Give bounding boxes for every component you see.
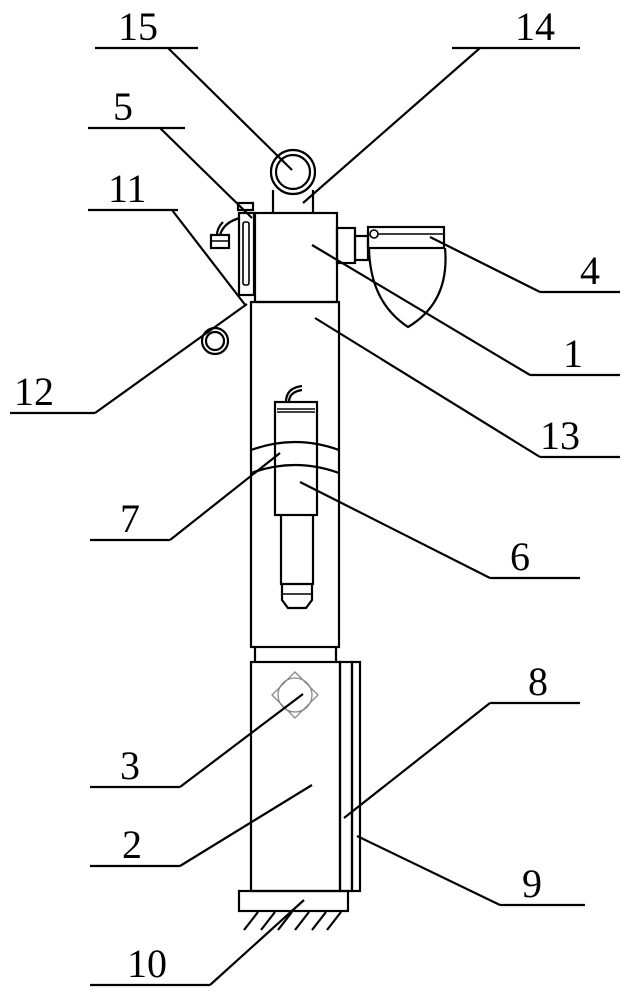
- part-5-level-gauge: [211, 203, 254, 295]
- label-2: 2: [122, 822, 142, 867]
- label-7: 7: [120, 496, 140, 541]
- label-11: 11: [108, 166, 147, 211]
- leader-lines: [10, 48, 620, 985]
- label-6: 6: [510, 534, 530, 579]
- part-9-plate: [352, 662, 360, 891]
- label-14: 14: [515, 4, 555, 49]
- part-7-band: [251, 442, 339, 473]
- part-8-plate: [340, 662, 352, 891]
- part-6-tool: [275, 386, 317, 608]
- label-10: 10: [127, 941, 167, 986]
- label-4: 4: [580, 248, 600, 293]
- part-13-column: [251, 302, 339, 647]
- part-12-ring: [202, 328, 228, 354]
- label-8: 8: [528, 659, 548, 704]
- label-9: 9: [522, 861, 542, 906]
- column-collar: [255, 647, 336, 662]
- part-4-shield: [337, 227, 446, 327]
- part-1-body: [255, 213, 337, 302]
- label-5: 5: [113, 84, 133, 129]
- label-3: 3: [120, 743, 140, 788]
- label-1: 1: [563, 331, 583, 376]
- label-12: 12: [14, 369, 54, 414]
- label-13: 13: [540, 413, 580, 458]
- label-15: 15: [118, 4, 158, 49]
- part-2-box: [251, 662, 340, 891]
